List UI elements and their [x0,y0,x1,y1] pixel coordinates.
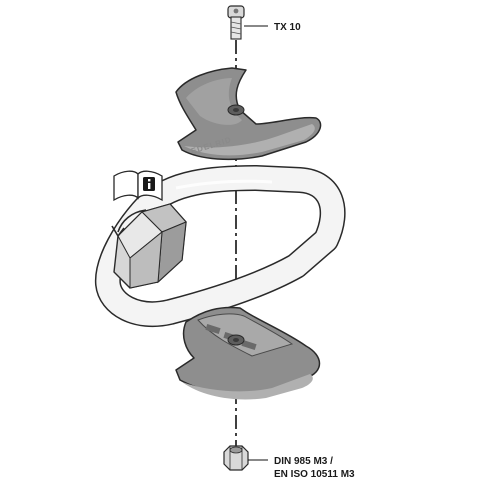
screw-label: TX 10 [274,22,301,33]
lower-clamp-part [175,306,321,400]
nut-label-line2: EN ISO 10511 M3 [274,469,355,480]
quicklink-ring [94,165,346,328]
upper-clamp-part: EDELRID [175,67,322,161]
locking-sleeve [113,203,187,289]
nut-label-line1: DIN 985 M3 / [274,456,333,467]
nut-icon [223,445,249,471]
screw-icon [227,5,245,40]
rotate-arrow-icon [111,209,147,237]
book-info-icon [113,170,163,202]
